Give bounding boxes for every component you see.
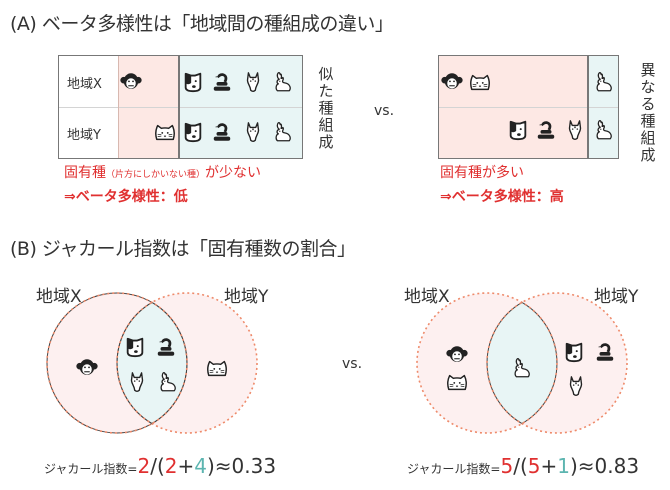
- section-a-title: (A) ベータ多様性は「地域間の種組成の違い」: [10, 13, 394, 35]
- dog-icon: [124, 335, 146, 359]
- note-few-endemic: 固有種（片方にしかいない種）が少ない: [64, 162, 261, 182]
- shared-count: 1: [557, 454, 570, 478]
- shared-count: 4: [194, 454, 207, 478]
- jaccard-formula-left: ジャカール指数=2/(2+4)≈0.33: [44, 454, 276, 478]
- venn-label-y-left: 地域Y: [224, 287, 269, 307]
- formula-plus: +: [177, 454, 195, 478]
- monkey-icon: [76, 356, 98, 380]
- note-main: 固有種: [64, 165, 106, 181]
- unique-count: 2: [137, 454, 151, 478]
- row-label-region-x: 地域X: [67, 77, 102, 92]
- formula-result: )≈0.33: [206, 454, 277, 478]
- horse-icon: [126, 370, 148, 394]
- cat-icon: [446, 370, 468, 394]
- note-tail: が少ない: [205, 165, 262, 181]
- side-label-different: 異なる種組成: [640, 61, 656, 164]
- column-divider: [178, 56, 180, 158]
- column-divider: [118, 56, 119, 158]
- formula-prefix: ジャカール指数=: [44, 462, 138, 476]
- snake-icon: [594, 340, 616, 364]
- conclusion-high: ⇒ベータ多様性：高: [440, 189, 564, 205]
- species-table-different: [438, 55, 619, 159]
- formula-plus: +: [540, 454, 558, 478]
- formula-prefix: ジャカール指数=: [407, 462, 501, 476]
- row-divider: [59, 107, 302, 108]
- venn-label-x-right: 地域X: [404, 287, 450, 307]
- unique-count: 5: [527, 454, 541, 478]
- jaccard-formula-right: ジャカール指数=5/(5+1)≈0.83: [407, 454, 639, 478]
- unique-count: 2: [164, 454, 178, 478]
- venn-intersection: [117, 293, 187, 433]
- cat-icon: [206, 356, 228, 380]
- unique-count: 5: [500, 454, 514, 478]
- column-divider: [587, 56, 589, 158]
- dog-icon: [563, 340, 585, 364]
- snake-icon: [155, 335, 177, 359]
- section-b-title: (B) ジャカール指数は「固有種数の割合」: [10, 238, 356, 260]
- species-table-similar: 地域X 地域Y: [58, 55, 303, 159]
- conclusion-low: ⇒ベータ多様性：低: [64, 189, 188, 205]
- note-many-endemic: 固有種が多い: [440, 165, 524, 181]
- rabbit-icon: [510, 356, 532, 380]
- row-divider: [439, 107, 618, 108]
- side-label-similar: 似た種組成: [318, 65, 334, 151]
- formula-result: )≈0.83: [569, 454, 640, 478]
- venn-label-y-right: 地域Y: [594, 287, 639, 307]
- note-paren: （片方にしかいない種）: [106, 170, 206, 180]
- rabbit-icon: [156, 370, 178, 394]
- formula-slash: /(: [513, 454, 528, 478]
- row-label-region-y: 地域Y: [67, 128, 101, 143]
- vs-label-b: vs.: [342, 356, 363, 372]
- formula-slash: /(: [150, 454, 165, 478]
- monkey-icon: [446, 343, 468, 367]
- vs-label-a: vs.: [374, 103, 395, 119]
- venn-label-x-left: 地域X: [36, 287, 82, 307]
- horse-icon: [565, 374, 587, 398]
